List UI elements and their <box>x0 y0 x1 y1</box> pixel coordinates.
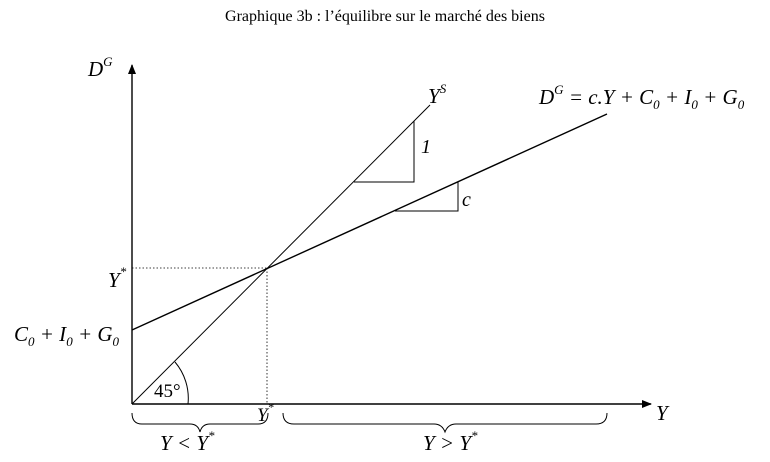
equilibrium-y-label: Y* <box>108 264 127 292</box>
intercept-label: C0 + I0 + G0 <box>14 322 120 349</box>
brace-right <box>282 412 608 434</box>
equilibrium-x-label: Y* <box>257 400 274 426</box>
figure-title: Graphique 3b : l’équilibre sur le marché… <box>225 8 545 25</box>
region-label-left: Y < Y* <box>160 428 215 455</box>
slope-label-supply: 1 <box>421 136 431 158</box>
slope-triangle-demand <box>395 182 459 212</box>
slope-label-demand: c <box>462 189 471 211</box>
demand-line <box>131 113 608 331</box>
angle-label: 45° <box>154 381 181 402</box>
angle-arc <box>174 361 189 405</box>
y-axis-label: DG <box>87 54 113 81</box>
slope-triangle-supply <box>354 121 415 183</box>
supply-line-label: YS <box>428 81 447 108</box>
demand-equation: DG = c.Y + C0 + I0 + G0 <box>538 82 745 112</box>
region-label-right: Y > Y* <box>423 428 478 455</box>
x-axis-label: Y <box>656 401 670 425</box>
brace-left <box>131 412 269 433</box>
supply-line <box>131 104 431 405</box>
